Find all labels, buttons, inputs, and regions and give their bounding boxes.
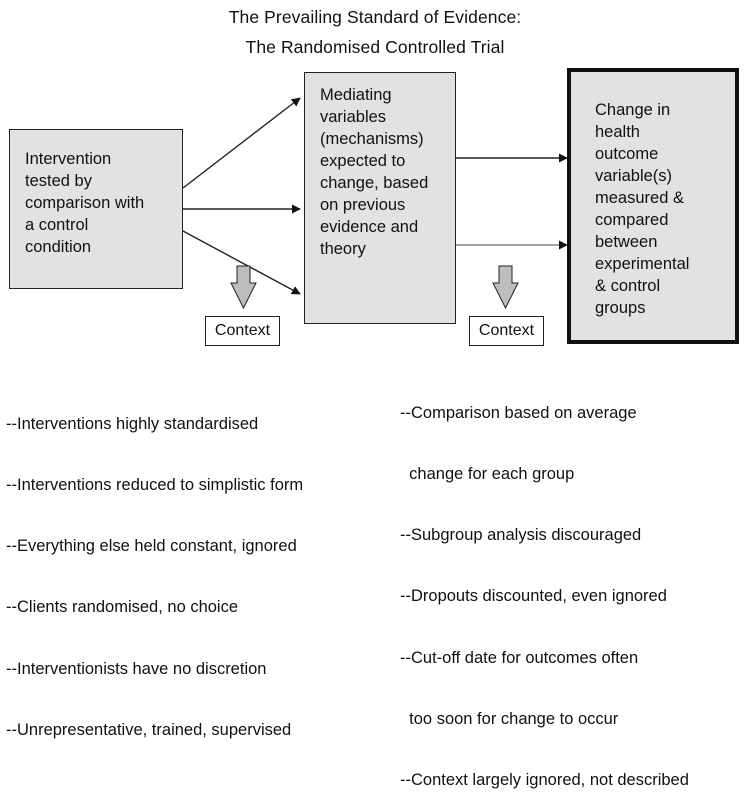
context-label-right: Context <box>469 316 544 346</box>
diagram-title-line-1: The Prevailing Standard of Evidence: <box>228 7 522 27</box>
flow-arrows <box>182 97 568 310</box>
context-arrow-left-icon <box>230 265 257 310</box>
diagram-title-line-2: The Randomised Controlled Trial <box>245 37 505 57</box>
list-item: --Comparison based on average <box>400 403 637 422</box>
list-item: change for each group <box>400 465 575 484</box>
context-label-left: Context <box>205 316 280 346</box>
intervention-box-text: Intervention tested by comparison with a… <box>25 150 145 256</box>
list-item: --Unrepresentative, trained, supervised <box>6 720 292 739</box>
rct-intervention-notes: --Interventions highly standardised --In… <box>6 373 303 761</box>
arrow-intervention-to-mediating-top <box>182 97 301 189</box>
rct-outcome-notes: --Comparison based on average change for… <box>400 362 689 811</box>
list-item: --Clients randomised, no choice <box>6 598 239 617</box>
list-item: --Interventions reduced to simplistic fo… <box>6 476 304 495</box>
context-arrow-right-icon <box>492 265 519 310</box>
list-item: too soon for change to occur <box>400 709 619 728</box>
arrow-intervention-to-mediating-bottom <box>182 230 301 295</box>
list-item: --Dropouts discounted, even ignored <box>400 587 667 606</box>
health-outcome-box-text: Change in health outcome variable(s) mea… <box>595 101 690 317</box>
intervention-box: Intervention tested by comparison with a… <box>9 129 183 289</box>
mediating-variables-box: Mediating variables (mechanisms) expecte… <box>304 72 456 324</box>
list-item: --Subgroup analysis discouraged <box>400 526 642 545</box>
list-item: --Interventionists have no discretion <box>6 659 267 678</box>
list-item: --Everything else held constant, ignored <box>6 537 297 556</box>
mediating-variables-box-text: Mediating variables (mechanisms) expecte… <box>320 86 429 258</box>
list-item: --Interventions highly standardised <box>6 414 259 433</box>
health-outcome-box: Change in health outcome variable(s) mea… <box>567 68 739 344</box>
list-item: --Context largely ignored, not described <box>400 771 689 790</box>
list-item: --Cut-off date for outcomes often <box>400 648 639 667</box>
